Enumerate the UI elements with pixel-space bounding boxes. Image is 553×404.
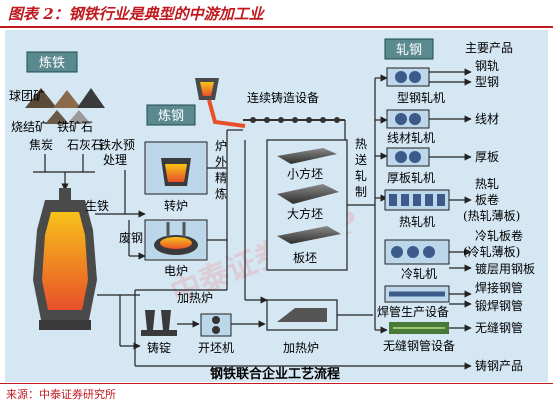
scrap-flow (128, 220, 146, 260)
cold-mill-icon (384, 239, 450, 265)
raw-material-feed-lines (33, 154, 95, 191)
figure-title: 图表 2：钢铁行业是典型的中游加工业 (8, 5, 264, 23)
converter-icon (144, 141, 208, 195)
product-steel-products: 铸钢产品 (475, 358, 523, 373)
slab-label: 板坯 (293, 251, 317, 265)
product-arrows (134, 68, 472, 370)
products-header: 主要产品 (465, 41, 513, 55)
electric-furnace-label: 电炉 (164, 264, 188, 278)
product-cold-coil-2: (冷轧薄板) (463, 244, 520, 259)
pretreat-label-2: 处理 (103, 153, 127, 167)
continuous-casting-label: 连续铸造设备 (247, 90, 319, 105)
limestone-label: 石灰石 (67, 138, 103, 152)
section-rolling-label: 轧钢 (396, 43, 422, 58)
weld-pipe-equipment-label: 焊管生产设备 (377, 304, 449, 319)
hot-delivery: 热 送 轧 制 (355, 137, 371, 199)
product-hot-coil-3: (热轧薄板) (463, 208, 520, 223)
section-rolling: 轧钢 (384, 38, 434, 60)
iron-ore-label: 铁矿石 (57, 120, 93, 134)
section-steelmaking: 炼钢 (146, 104, 196, 126)
sinter-label: 烧结矿 (11, 120, 47, 134)
seamless-pipe-icon (389, 322, 449, 334)
blooming-mill-icon (200, 313, 232, 337)
scrap-label: 废钢 (119, 230, 143, 245)
wire-mill-label: 线材轧机 (387, 131, 435, 145)
ingot-label: 铸锭 (147, 340, 171, 355)
hot-strip-mill-label: 热轧机 (399, 215, 435, 229)
wire-mill-icon (386, 109, 430, 129)
footer-rule (0, 383, 553, 384)
blast-furnace-icon (33, 188, 97, 330)
converter-label: 转炉 (164, 198, 188, 213)
section-mill-icon (386, 67, 430, 87)
product-hot-coil-2: 板卷 (475, 192, 499, 207)
product-hot-coil-1: 热轧 (475, 177, 499, 191)
outside-refining-label: 炉 外 精 炼 (215, 139, 231, 201)
product-plate: 厚板 (475, 150, 499, 164)
product-seamless-pipe: 无缝钢管 (475, 320, 523, 335)
diagram-panel: 中泰证券 APP 炼铁 炼钢 轧钢 球团矿 烧结矿 铁矿石 焦炭 石灰石 铁水预… (5, 30, 548, 382)
product-welded-pipe: 焊接钢管 (475, 280, 523, 295)
pellet-label: 球团矿 (9, 89, 45, 103)
casting-rollers-icon (243, 117, 345, 123)
hot-delivery-lines (347, 74, 388, 334)
product-cold-coil-1: 冷轧板卷 (475, 228, 523, 243)
weld-pipe-icon (384, 285, 450, 303)
section-ironmaking: 炼铁 (26, 51, 78, 73)
small-billet-label: 小方坯 (287, 166, 323, 181)
product-rail: 钢轨 (475, 59, 499, 73)
pretreat-label-1: 铁水预 (99, 138, 135, 152)
hot-strip-mill-icon (384, 189, 450, 211)
billet-box: 小方坯 大方坯 板坯 (266, 139, 348, 271)
reheat-furnace-icon (266, 299, 338, 331)
reheat-furnace-label-1: 加热炉 (177, 291, 213, 305)
section-mill-label: 型钢轧机 (397, 91, 445, 105)
report-header: 图表 2：钢铁行业是典型的中游加工业 (0, 0, 553, 28)
process-flow-diagram: 中泰证券 APP 炼铁 炼钢 轧钢 球团矿 烧结矿 铁矿石 焦炭 石灰石 铁水预… (9, 38, 535, 382)
cold-mill-label: 冷轧机 (401, 267, 437, 281)
product-coated-sheet: 镀层用钢板 (475, 262, 535, 276)
source-note: 来源：中泰证券研究所 (6, 388, 116, 401)
header-rule (0, 26, 553, 28)
ingot-feed-line (97, 294, 141, 350)
hot-delivery-label: 热 送 轧 制 (355, 137, 371, 199)
outside-refining: 炉 外 精 炼 (215, 139, 231, 201)
report-footer: 来源：中泰证券研究所 (0, 383, 553, 404)
product-forged-pipe: 锻焊钢管 (475, 298, 523, 313)
pig-iron-label: 生铁 (85, 199, 109, 213)
reheat-furnace-label-2: 加热炉 (283, 341, 319, 355)
product-wire-rod: 线材 (475, 112, 499, 126)
plate-mill-label: 厚板轧机 (387, 171, 435, 185)
seamless-pipe-equipment-label: 无缝钢管设备 (383, 338, 455, 353)
product-section-steel: 型钢 (475, 75, 499, 89)
section-steelmaking-label: 炼钢 (158, 109, 184, 124)
refining-flow-lines (135, 130, 228, 291)
blooming-mill-label: 开坯机 (198, 341, 234, 355)
diagram-caption: 钢铁联合企业工艺流程 (210, 366, 340, 382)
ore-piles-icon (25, 88, 105, 124)
electric-furnace-icon (144, 219, 208, 261)
pig-iron-flow (95, 170, 146, 218)
large-billet-label: 大方坯 (287, 206, 323, 221)
ladle-icon (195, 78, 246, 128)
coke-label: 焦炭 (29, 138, 53, 152)
plate-mill-icon (386, 147, 430, 167)
section-ironmaking-label: 炼铁 (39, 56, 65, 71)
ingot-icon (141, 310, 177, 336)
casting-flow-lines (227, 120, 346, 304)
